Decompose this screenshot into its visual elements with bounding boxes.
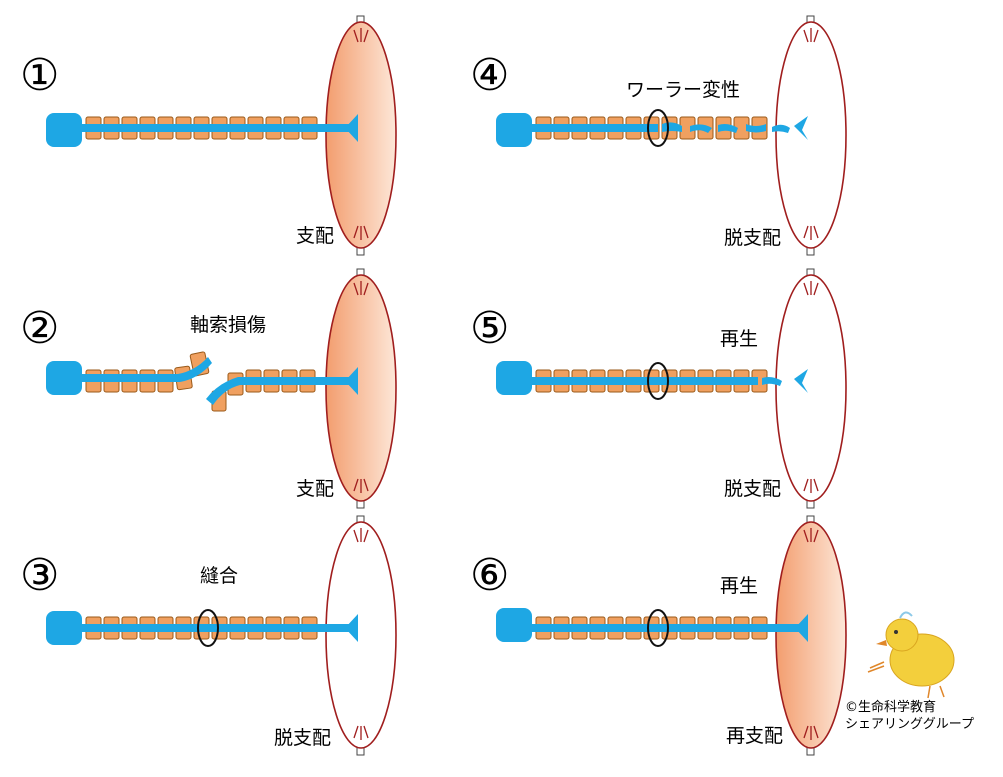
panel-3-muscle-label: 脱支配	[274, 727, 331, 749]
panel-4-proximal-axon	[530, 124, 658, 132]
panel-3-suture-mark	[197, 609, 219, 647]
panel-2-distal-axon	[206, 377, 350, 405]
panel-5: ⑤ 再生 脱支配	[470, 268, 847, 509]
panel-1-nerve-terminal	[345, 114, 358, 142]
panel-6-cell-body	[496, 608, 532, 642]
panel-6-top-label: 再生	[720, 575, 758, 597]
panel-4-muscle-label: 脱支配	[724, 227, 781, 249]
panel-2-muscle	[325, 268, 397, 509]
panel-4-top-label: ワーラー変性	[626, 79, 740, 101]
credit-line-1: ©生命科学教育	[845, 699, 936, 715]
chick-mascot-icon	[867, 611, 955, 699]
panel-5-degenerating-axon	[762, 369, 808, 393]
panel-4: ④ ワーラー変性 脱支配	[470, 15, 847, 256]
panel-2-number: ②	[20, 303, 59, 354]
panel-2-proximal-axon	[80, 357, 212, 382]
panel-6-nerve-terminal	[795, 614, 808, 642]
panel-3-muscle	[325, 515, 397, 756]
panel-6-axon	[530, 624, 800, 632]
panel-6-muscle	[775, 515, 847, 756]
panel-2-top-label: 軸索損傷	[190, 314, 266, 336]
panel-5-suture-mark	[647, 362, 669, 400]
credit-line-2: シェアリンググループ	[845, 717, 974, 732]
panel-1-muscle	[325, 15, 397, 256]
panel-4-muscle	[775, 15, 847, 256]
panel-1-number: ①	[20, 50, 59, 101]
panel-1-axon	[80, 124, 350, 132]
panel-3-cell-body	[46, 611, 82, 645]
panel-5-muscle	[775, 268, 847, 509]
panel-3-axon	[80, 624, 350, 632]
panel-2-nerve-terminal	[345, 367, 358, 395]
panel-6-muscle-label: 再支配	[726, 725, 783, 747]
panel-2-muscle-label: 支配	[296, 478, 334, 500]
panel-5-top-label: 再生	[720, 328, 758, 350]
panel-1: ① 支配	[20, 15, 397, 256]
panel-6: ⑥ 再生 再支配	[470, 515, 847, 756]
panel-6-suture-mark	[647, 609, 669, 647]
panel-3: ③ 縫合 脱支配	[20, 515, 397, 756]
panel-4-suture-mark	[647, 109, 669, 147]
panel-5-number: ⑤	[470, 303, 509, 354]
panel-1-cell-body	[46, 113, 82, 147]
panel-2: ② 軸索損傷 支配	[20, 268, 397, 509]
panel-3-number: ③	[20, 550, 59, 601]
panel-5-cell-body	[496, 361, 532, 395]
panel-4-cell-body	[496, 113, 532, 147]
panel-5-muscle-label: 脱支配	[724, 478, 781, 500]
panel-3-nerve-terminal	[345, 614, 358, 642]
panel-2-cell-body	[46, 361, 82, 395]
panel-4-number: ④	[470, 50, 509, 101]
panel-5-regenerating-axon	[530, 377, 758, 385]
panel-3-top-label: 縫合	[200, 565, 238, 587]
panel-6-number: ⑥	[470, 550, 509, 601]
panel-1-muscle-label: 支配	[296, 225, 334, 247]
